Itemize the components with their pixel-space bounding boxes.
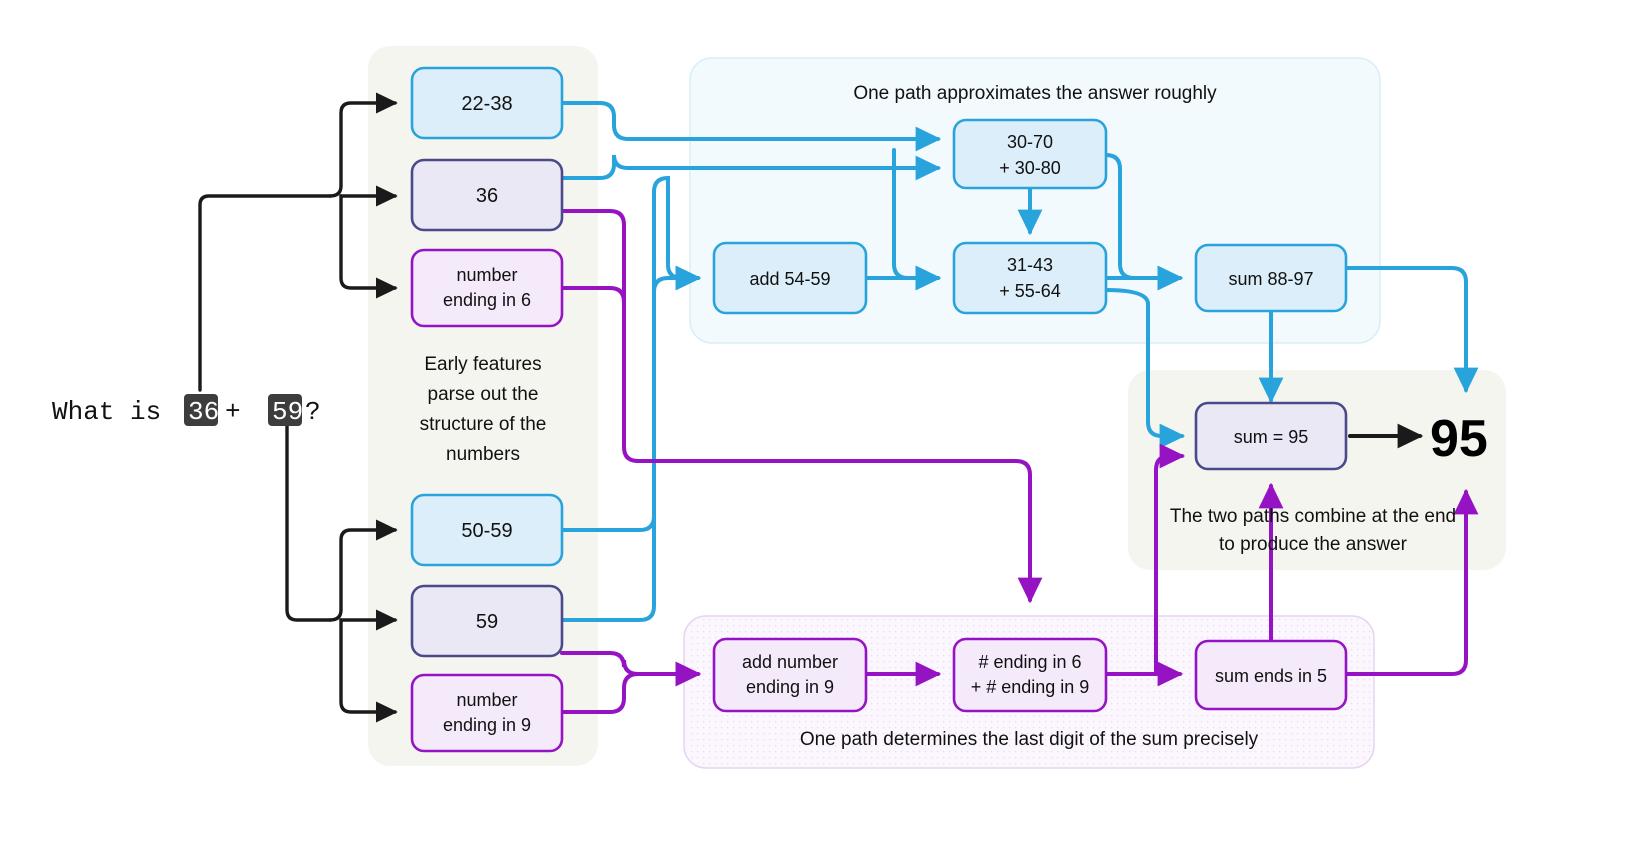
caption-line-1: The two paths combine at the end [1170, 506, 1456, 527]
node-digit-sum[interactable]: # ending in 6 + # ending in 9 [952, 637, 1108, 713]
prompt-operand-b: 59 [272, 397, 303, 427]
node-num-59[interactable]: 59 [410, 584, 564, 658]
node-label-line2: ending in 9 [746, 677, 834, 697]
node-label-line2: ending in 9 [443, 715, 531, 735]
prompt-middle: + [225, 397, 241, 427]
node-label: sum = 95 [1234, 427, 1309, 447]
panel-early-features [368, 46, 598, 766]
node-label-line1: number [456, 690, 517, 710]
prompt-chip-36 [184, 394, 218, 426]
edge-group-purple [560, 209, 1479, 714]
caption-line-2: to produce the answer [1219, 534, 1408, 555]
caption-line-3: structure of the [420, 414, 547, 435]
node-add-54-59[interactable]: add 54-59 [712, 241, 868, 315]
node-add-number-ending-in-9[interactable]: add number ending in 9 [712, 637, 868, 713]
caption-line-4: numbers [446, 444, 520, 465]
node-label-line2: ending in 6 [443, 290, 531, 310]
combine-caption: The two paths combine at the end to prod… [1170, 506, 1456, 555]
node-range-50-59[interactable]: 50-59 [410, 493, 564, 567]
answer-value: 95 [1430, 410, 1488, 468]
node-label: 59 [476, 611, 498, 633]
caption: One path approximates the answer roughly [853, 83, 1217, 104]
node-label-line1: number [456, 265, 517, 285]
caption-line-2: parse out the [428, 384, 539, 405]
node-approx-30-70-plus-30-80[interactable]: 30-70 + 30-80 [952, 118, 1108, 190]
caption-line-1: Early features [424, 354, 541, 375]
prompt-operand-a: 36 [188, 397, 219, 427]
node-approx-31-43-plus-55-64[interactable]: 31-43 + 55-64 [952, 241, 1108, 315]
node-num-36[interactable]: 36 [410, 158, 564, 232]
node-label-line1: 30-70 [1007, 132, 1053, 152]
prompt-suffix: ? [305, 397, 321, 427]
prompt-prefix: What is [52, 397, 161, 427]
node-label-line2: + 55-64 [999, 281, 1061, 301]
node-number-ending-in-6[interactable]: number ending in 6 [410, 248, 564, 328]
node-number-ending-in-9[interactable]: number ending in 9 [410, 673, 564, 753]
edge-group-blue [560, 101, 1479, 622]
prompt-chip-59 [268, 394, 302, 426]
precise-caption: One path determines the last digit of th… [800, 729, 1259, 750]
node-range-22-38[interactable]: 22-38 [410, 66, 564, 140]
node-sum-ends-in-5[interactable]: sum ends in 5 [1194, 639, 1348, 711]
caption: One path determines the last digit of th… [800, 729, 1259, 750]
node-sum-88-97[interactable]: sum 88-97 [1194, 243, 1348, 313]
node-label: sum 88-97 [1228, 269, 1313, 289]
node-label: 36 [476, 185, 498, 207]
edge-group-prompt [198, 92, 398, 723]
node-label-line1: 31-43 [1007, 255, 1053, 275]
node-label-line1: add number [742, 652, 838, 672]
node-label: sum ends in 5 [1215, 666, 1327, 686]
node-label-line1: # ending in 6 [978, 652, 1081, 672]
node-label: 50-59 [461, 520, 512, 542]
features-caption: Early features parse out the structure o… [420, 354, 547, 465]
node-label: 22-38 [461, 93, 512, 115]
prompt-line: What is 36 + 59 ? [52, 394, 321, 427]
approx-caption: One path approximates the answer roughly [853, 83, 1217, 104]
node-label: add 54-59 [749, 269, 830, 289]
final-answer: 95 [1430, 410, 1488, 468]
node-sum-equals-95[interactable]: sum = 95 [1194, 401, 1348, 471]
node-label-line2: + 30-80 [999, 158, 1061, 178]
node-label-line2: + # ending in 9 [971, 677, 1090, 697]
